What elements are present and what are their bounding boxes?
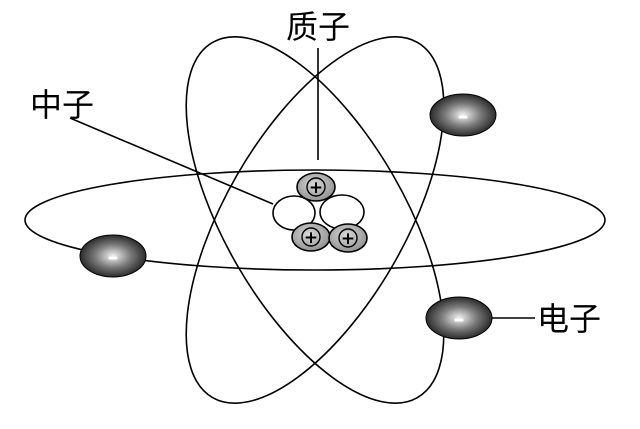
proton-plus-sign: + <box>341 229 355 249</box>
electron-label: 电子 <box>537 300 601 338</box>
orbit-horizontal <box>24 169 606 271</box>
electron-minus-sign: – <box>458 104 469 129</box>
electron-minus-sign: – <box>108 245 119 270</box>
proton-plus-sign: + <box>309 178 323 198</box>
proton: + <box>296 172 336 202</box>
electron: – <box>425 296 493 340</box>
proton: + <box>328 223 368 253</box>
proton-label: 质子 <box>286 8 350 46</box>
proton-plus-sign: + <box>304 228 318 248</box>
electron: – <box>79 234 147 278</box>
neutron-label: 中子 <box>30 86 94 124</box>
proton: + <box>291 222 331 252</box>
electron-minus-sign: – <box>454 307 465 332</box>
nucleus: + + + <box>272 172 368 253</box>
electron: – <box>429 93 497 137</box>
orbit-tilted-right <box>185 36 445 404</box>
neutron-leader-line <box>69 117 274 205</box>
orbit-tilted-left <box>185 36 445 404</box>
